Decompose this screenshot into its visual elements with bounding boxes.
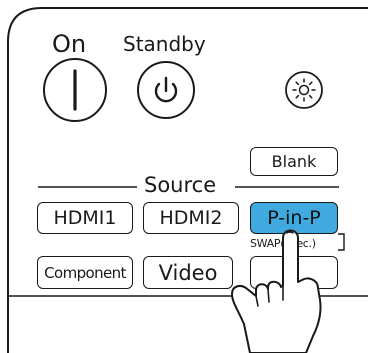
hdmi1-button[interactable]: HDMI1	[37, 202, 133, 234]
p-in-p-button[interactable]: P-in-P	[250, 202, 338, 234]
component-button[interactable]: Component	[37, 256, 133, 289]
on-label: On	[52, 30, 87, 58]
video-button[interactable]: Video	[143, 256, 233, 289]
hdmi2-button[interactable]: HDMI2	[143, 202, 239, 234]
standby-label: Standby	[123, 32, 206, 56]
power-on-icon	[43, 58, 107, 122]
blank-button[interactable]: Blank	[250, 147, 338, 176]
source-label: Source	[144, 173, 217, 197]
brightness-icon	[285, 71, 323, 109]
standby-power-icon	[137, 61, 195, 119]
remote-outline	[7, 7, 368, 353]
